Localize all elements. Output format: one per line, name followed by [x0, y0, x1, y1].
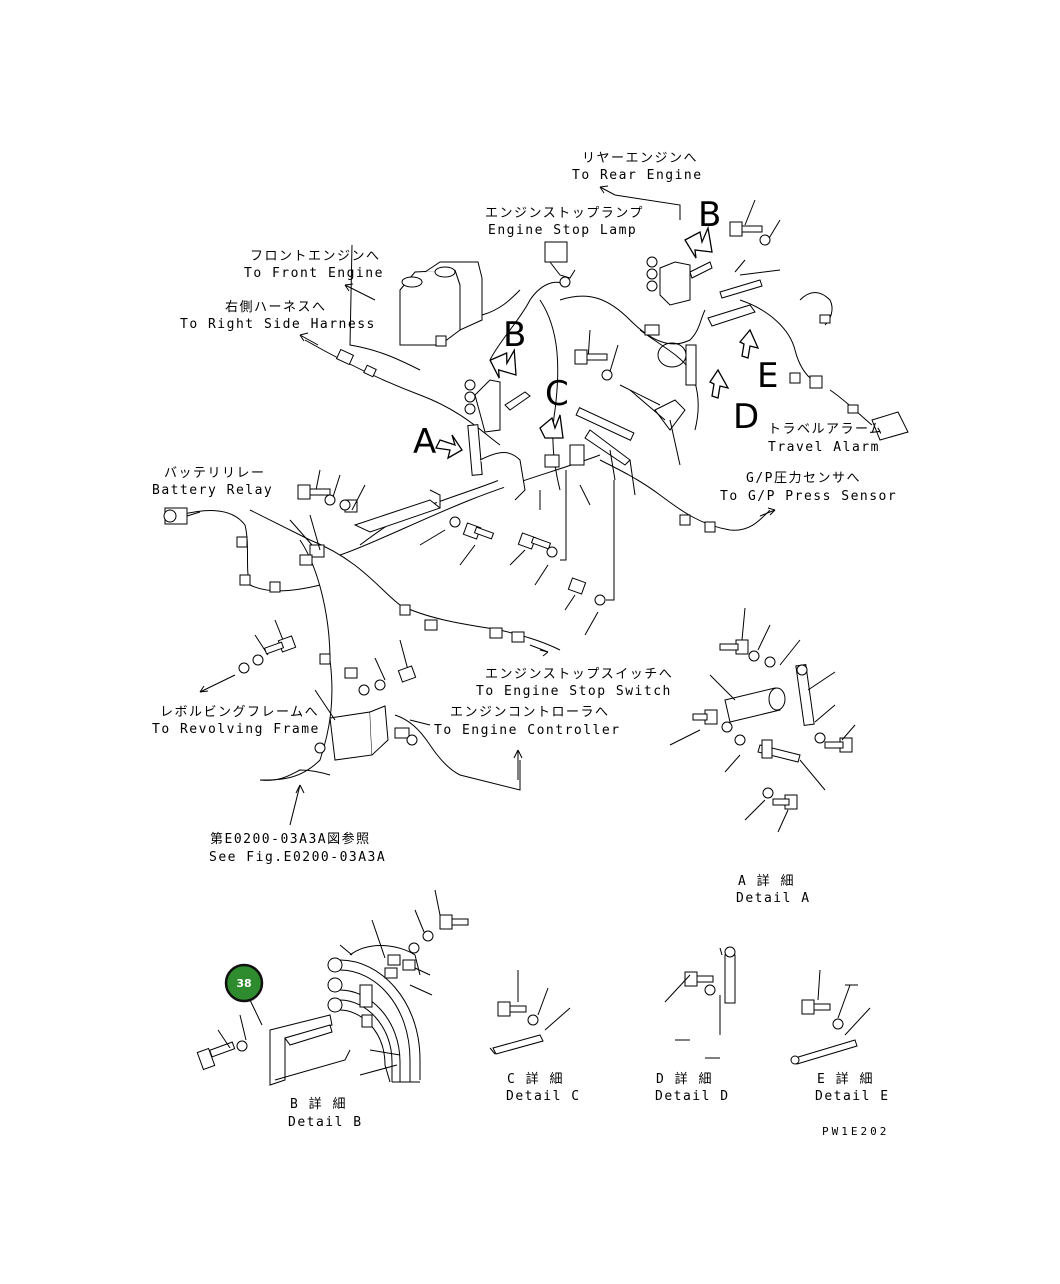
- label-see-fig-en: See Fig.E0200-03A3A: [209, 850, 386, 865]
- detail-c-drawing: [489, 970, 571, 1055]
- view-direction-arrows: [435, 225, 760, 460]
- label-revolving-jp: レボルビングフレームへ: [160, 705, 319, 720]
- label-detail-c-en: Detail C: [506, 1089, 581, 1104]
- label-front-engine-jp: フロントエンジンへ: [250, 249, 381, 264]
- front-engine-module-icon: [399, 261, 521, 347]
- view-letter-e: E: [757, 356, 778, 396]
- detail-a-drawing: [669, 607, 856, 833]
- label-detail-e-jp: E 詳 細: [817, 1071, 874, 1087]
- label-detail-a-jp: A 詳 細: [738, 873, 795, 889]
- label-rear-engine-jp: リヤーエンジンへ: [582, 151, 698, 166]
- label-front-engine-en: To Front Engine: [244, 266, 384, 281]
- battery-relay-icon: [163, 507, 201, 525]
- label-detail-d-jp: D 詳 細: [656, 1071, 713, 1087]
- label-rear-engine-en: To Rear Engine: [572, 168, 703, 183]
- drawing-code: PW1E202: [822, 1125, 889, 1138]
- detail-d-drawing: [664, 946, 736, 1059]
- label-battery-relay-jp: バッテリリレー: [164, 466, 266, 481]
- label-stop-switch-en: To Engine Stop Switch: [476, 684, 672, 699]
- leader-lines: [254, 199, 781, 721]
- label-stop-switch-jp: エンジンストップスイッチへ: [485, 667, 673, 682]
- label-travel-alarm-en: Travel Alarm: [768, 440, 880, 455]
- travel-alarm-icon: [829, 389, 909, 441]
- callout-badge-number[interactable]: 38: [236, 977, 251, 990]
- label-detail-a-en: Detail A: [736, 891, 811, 906]
- callout-badge-circle[interactable]: [224, 963, 264, 1003]
- main-harness-assembly: [163, 185, 909, 826]
- label-gp-sensor-en: To G/P Press Sensor: [720, 489, 897, 504]
- view-letter-b-upper: B: [698, 195, 721, 235]
- label-stop-lamp-jp: エンジンストップランプ: [485, 206, 644, 221]
- label-detail-b-jp: B 詳 細: [290, 1096, 347, 1112]
- pointer-arrows: [199, 185, 776, 826]
- bolts-main: [238, 221, 771, 754]
- detail-e-drawing: [790, 969, 871, 1065]
- label-revolving-en: To Revolving Frame: [152, 722, 320, 737]
- label-controller-en: To Engine Controller: [434, 723, 621, 738]
- label-see-fig-jp: 第E0200-03A3A図参照: [210, 831, 371, 847]
- label-detail-b-en: Detail B: [288, 1115, 363, 1130]
- engine-stop-lamp-icon: [544, 241, 576, 288]
- label-gp-sensor-jp: G/P圧力センサへ: [746, 471, 861, 486]
- label-detail-c-jp: C 詳 細: [507, 1071, 564, 1087]
- label-right-harness-en: To Right Side Harness: [180, 317, 376, 332]
- label-stop-lamp-en: Engine Stop Lamp: [488, 223, 637, 238]
- callout-badge-38[interactable]: 38: [224, 963, 264, 1026]
- view-letter-b-center: B: [503, 315, 526, 355]
- detail-b-drawing: [196, 889, 469, 1086]
- label-detail-e-en: Detail E: [815, 1089, 890, 1104]
- label-battery-relay-en: Battery Relay: [152, 483, 273, 498]
- label-detail-d-en: Detail D: [655, 1089, 730, 1104]
- label-right-harness-jp: 右側ハーネスへ: [225, 300, 327, 315]
- view-letter-a: A: [413, 422, 436, 462]
- label-travel-alarm-jp: トラベルアラーム: [768, 422, 884, 437]
- view-letter-c: C: [545, 374, 569, 414]
- view-letter-d: D: [733, 397, 759, 437]
- label-controller-jp: エンジンコントローラへ: [450, 705, 610, 720]
